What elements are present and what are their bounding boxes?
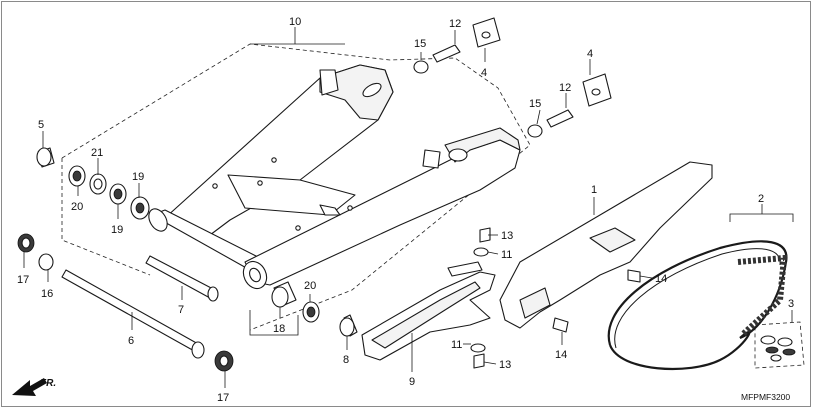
front-direction-arrow: FR. <box>12 378 56 396</box>
callout-21: 21 <box>91 147 103 159</box>
callout-11: 11 <box>451 339 462 351</box>
callout-19: 19 <box>132 171 144 183</box>
callout-14: 14 <box>655 273 667 285</box>
callout-20: 20 <box>71 201 83 213</box>
callout-5: 5 <box>38 119 44 131</box>
callout-19: 19 <box>111 224 123 236</box>
callout-15: 15 <box>414 38 426 50</box>
callout-16: 16 <box>41 288 53 300</box>
chain-case <box>499 161 713 329</box>
callout-2: 2 <box>758 193 764 205</box>
figure-code: MFPMF3200 <box>741 392 790 402</box>
callout-13: 13 <box>501 230 513 242</box>
callout-17: 17 <box>17 274 29 286</box>
bearing-stack-left <box>36 147 150 220</box>
callout-labels: 5 21 20 19 19 10 17 16 7 6 17 18 20 8 9 … <box>17 16 794 404</box>
callout-10: 10 <box>289 16 301 28</box>
callout-15: 15 <box>529 98 541 110</box>
callout-8: 8 <box>343 354 349 366</box>
assembly-outline-swingarm <box>61 27 805 369</box>
drive-chain <box>607 240 788 371</box>
callout-13: 13 <box>499 359 511 371</box>
fasteners <box>413 17 641 369</box>
callout-9: 9 <box>409 376 415 388</box>
callout-12: 12 <box>559 82 571 94</box>
master-link <box>760 335 796 362</box>
callout-12: 12 <box>449 18 461 30</box>
callout-17: 17 <box>217 392 229 404</box>
callout-11: 11 <box>501 249 512 261</box>
callout-1: 1 <box>591 184 597 196</box>
bearing-stack-right <box>271 281 320 323</box>
callout-6: 6 <box>128 335 134 347</box>
callout-14: 14 <box>555 349 567 361</box>
front-direction-label: FR. <box>40 378 56 389</box>
callout-7: 7 <box>178 304 184 316</box>
swingarm <box>148 64 521 290</box>
callout-20: 20 <box>304 280 316 292</box>
callout-18: 18 <box>273 323 285 335</box>
pivot-bolt <box>17 233 234 372</box>
chain-slider <box>339 261 496 361</box>
callout-4: 4 <box>481 67 487 79</box>
leader-lines <box>23 30 793 388</box>
callout-3: 3 <box>788 298 794 310</box>
callout-4: 4 <box>587 48 593 60</box>
